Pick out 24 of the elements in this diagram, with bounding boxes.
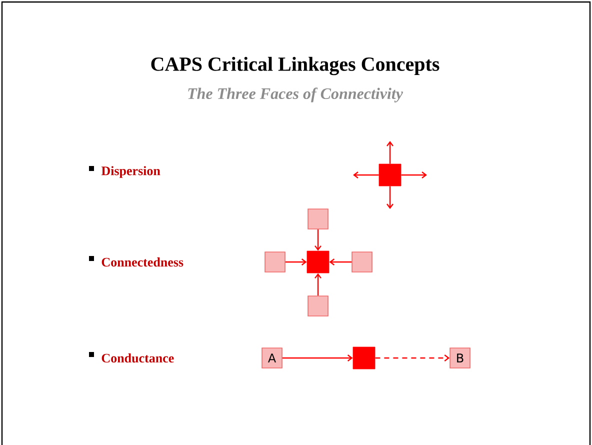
square xyxy=(308,208,328,230)
square xyxy=(308,296,328,316)
arrow xyxy=(314,229,322,251)
labeled-box: A xyxy=(262,348,282,368)
arrow xyxy=(386,186,394,209)
square xyxy=(352,346,376,370)
arrow xyxy=(282,354,353,362)
arrow xyxy=(285,258,307,266)
arrow xyxy=(353,172,379,178)
bullet-item: Connectedness xyxy=(102,257,184,267)
arrow xyxy=(314,273,322,296)
bullet-item: Conductance xyxy=(102,353,174,363)
arrow xyxy=(329,258,352,266)
arrow xyxy=(386,141,394,164)
bullet-item: Dispersion xyxy=(101,166,160,178)
square xyxy=(378,164,402,186)
arrow xyxy=(401,172,427,178)
square xyxy=(352,252,372,272)
subtitle: The Three Faces of Connectivity xyxy=(188,88,404,102)
arrow xyxy=(375,354,450,362)
title: CAPS Critical Linkages Concepts xyxy=(151,56,440,76)
square xyxy=(264,252,286,272)
square xyxy=(306,250,330,274)
labeled-box: B xyxy=(450,348,470,368)
